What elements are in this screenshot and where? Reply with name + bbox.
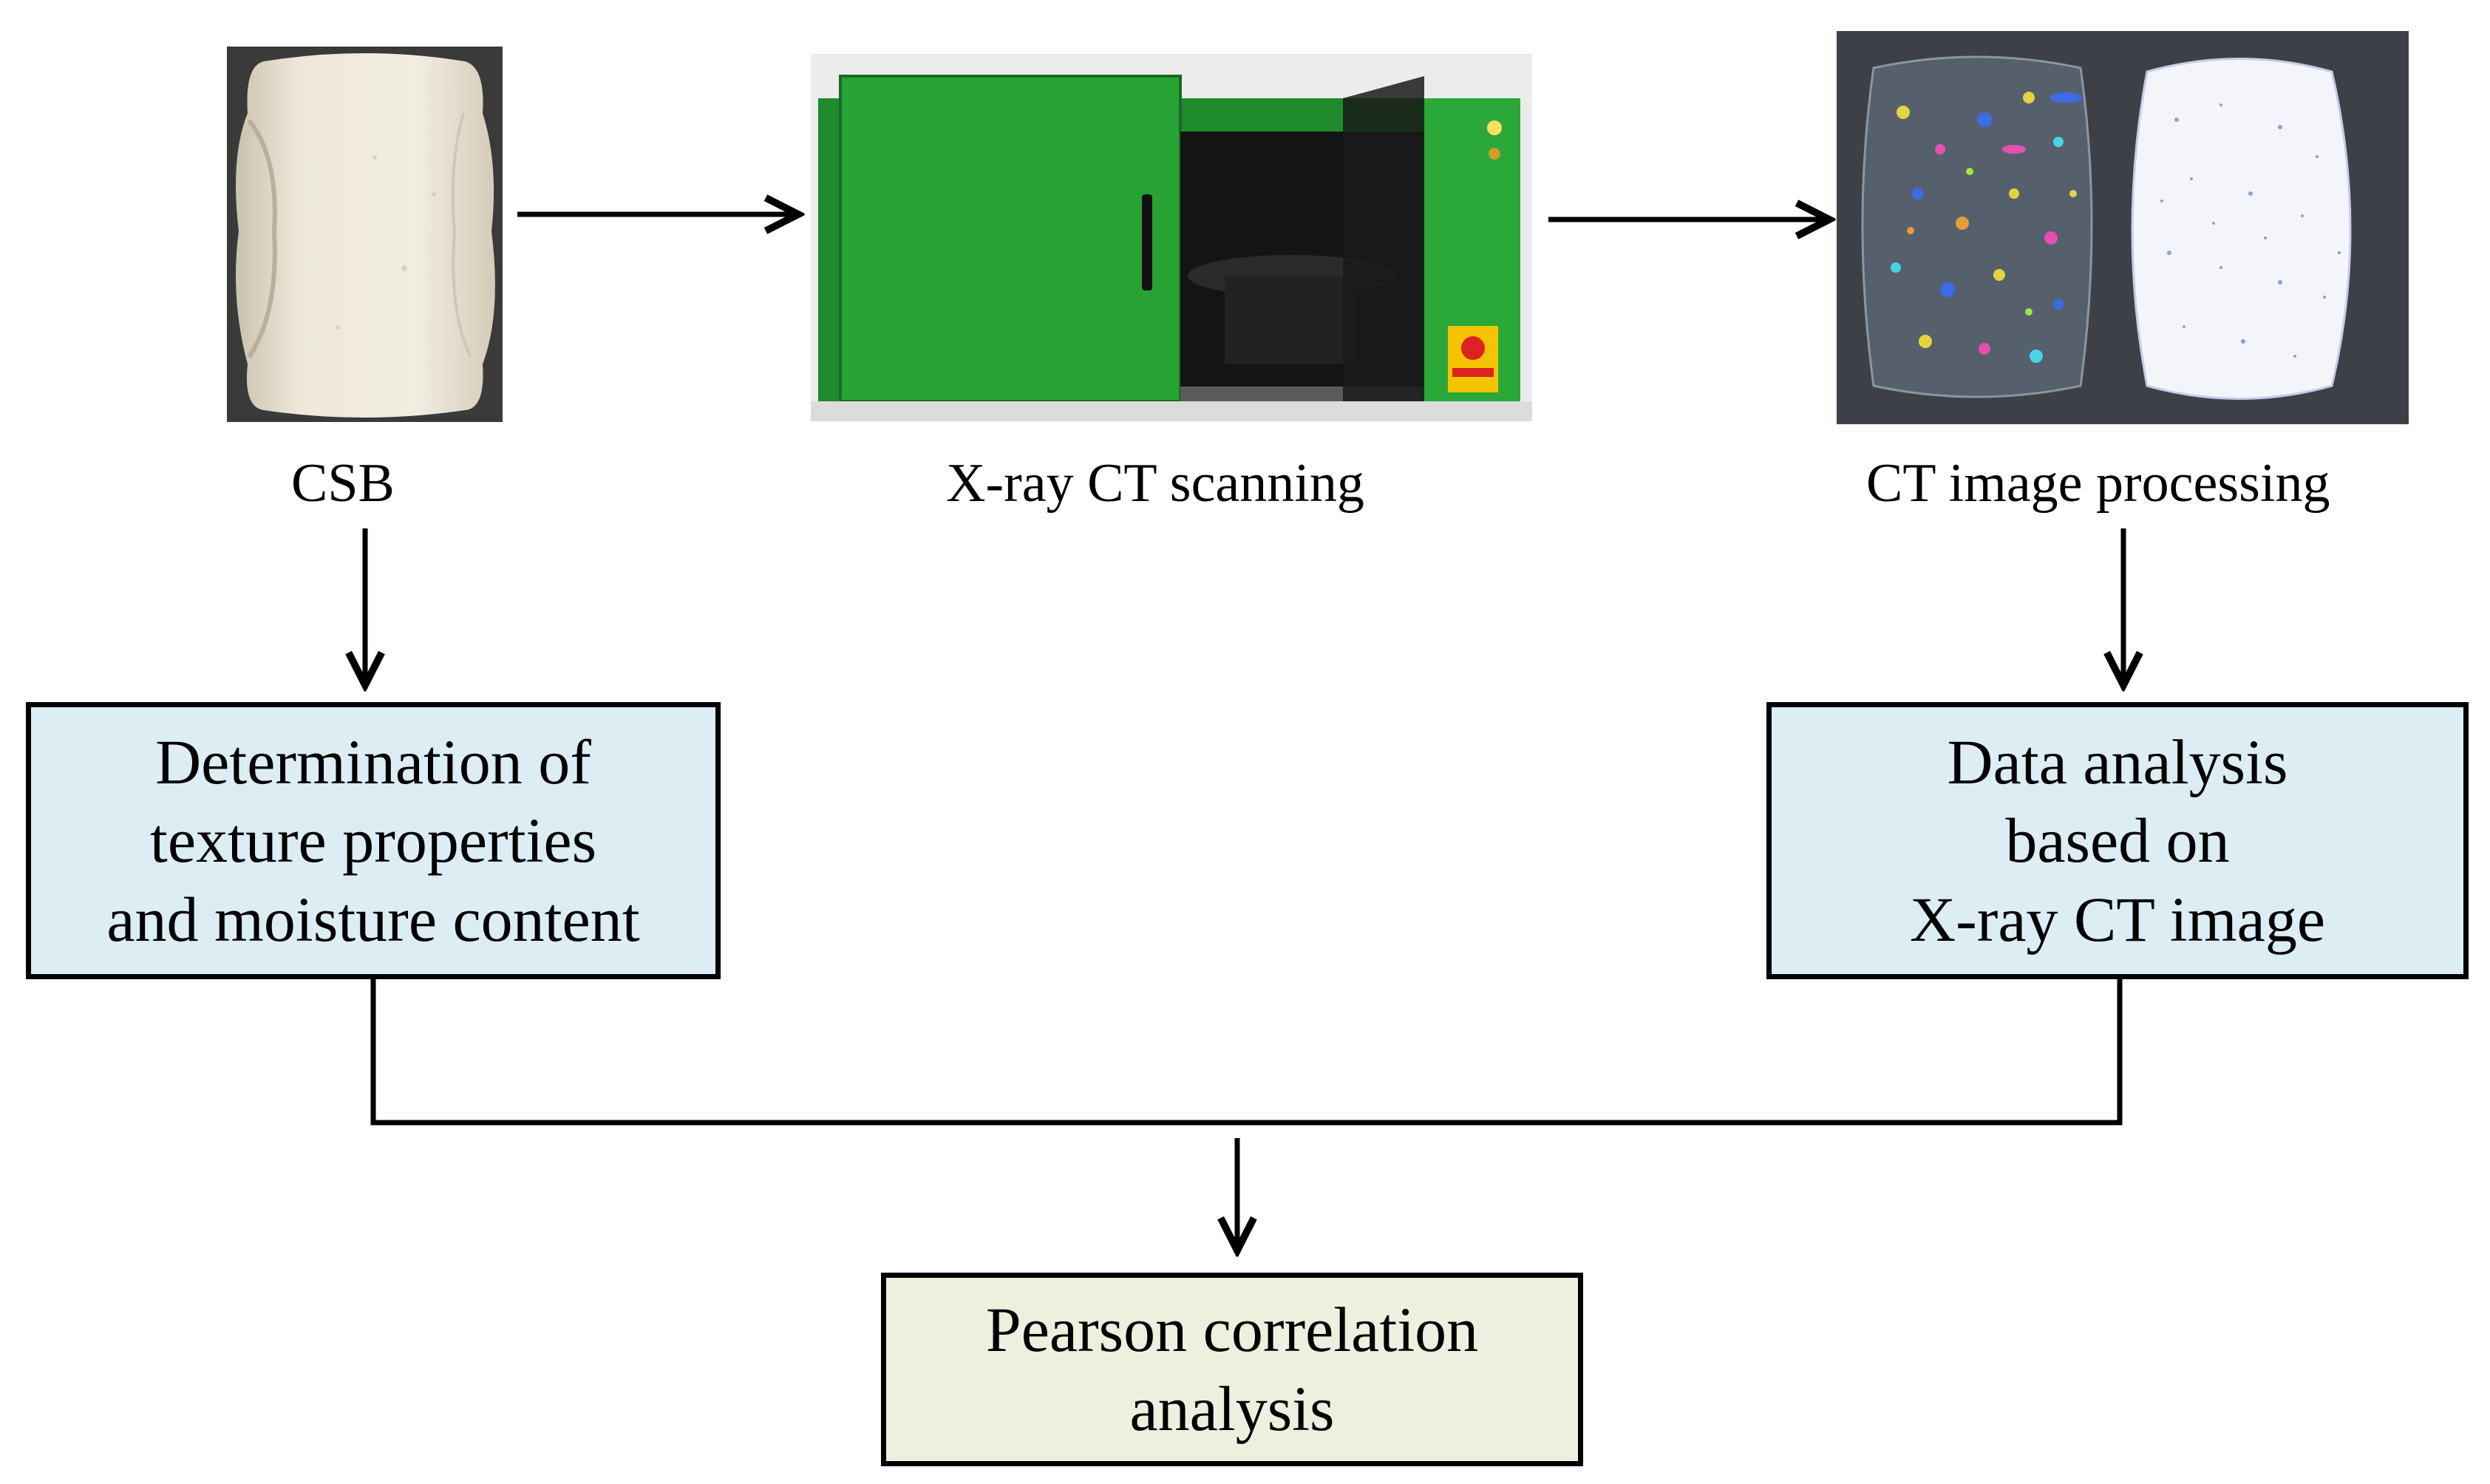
pearson-line-1: Pearson correlation: [985, 1294, 1479, 1366]
density-render: [2131, 58, 2352, 400]
texture-box-line-1: Determination of: [155, 726, 591, 797]
ct-render-panel: [1837, 31, 2409, 424]
pearson-correlation-box: Pearson correlation analysis: [881, 1273, 1583, 1466]
data-analysis-box: Data analysis based on X-ray CT image: [1766, 702, 2469, 979]
data-analysis-line-1: Data analysis: [1947, 726, 2288, 797]
texture-box-line-3: and moisture content: [106, 883, 640, 955]
texture-box-line-2: texture properties: [149, 805, 597, 877]
data-analysis-line-2: based on: [2005, 805, 2230, 877]
pearson-line-2: analysis: [1129, 1373, 1335, 1444]
processing-caption: CT image processing: [1866, 453, 2330, 514]
scanning-caption: X-ray CT scanning: [946, 453, 1364, 514]
segmented-pore-render: [1861, 55, 2093, 398]
data-analysis-line-3: X-ray CT image: [1909, 883, 2326, 955]
merge-connector: [370, 978, 2123, 1126]
csb-caption: CSB: [291, 453, 395, 514]
texture-moisture-box: Determination of texture properties and …: [26, 702, 721, 979]
csb-photo: [227, 47, 503, 422]
ct-scanner-photo: [811, 54, 1532, 421]
